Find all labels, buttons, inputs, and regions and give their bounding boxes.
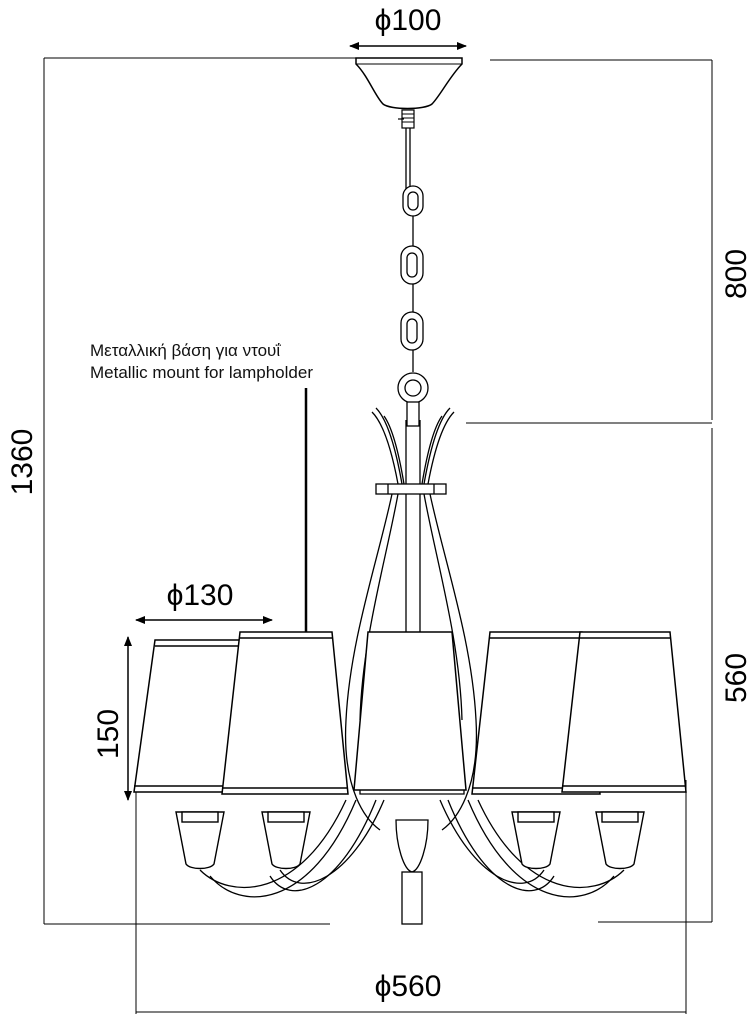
- lampholders: [175, 811, 645, 870]
- overall-diameter-label: ϕ560: [375, 970, 442, 1003]
- suspension-chain: [397, 128, 429, 427]
- callout-greek: Μεταλλική βάση για ντουΐ: [90, 341, 281, 360]
- callout-english: Metallic mount for lampholder: [90, 363, 313, 382]
- lower-height-label: 800: [720, 249, 753, 299]
- lamp-shade-back: [353, 631, 467, 791]
- lamp-shades: [133, 631, 687, 795]
- canopy-diameter-label: ϕ100: [375, 4, 442, 37]
- lamp-shade-far-right: [561, 631, 687, 793]
- body-height-label: 560: [720, 653, 753, 703]
- lamp-shade-left: [221, 631, 349, 795]
- dimension-lines: [43, 42, 713, 1014]
- shade-diameter-label: ϕ130: [167, 579, 234, 612]
- shade-height-label: 150: [92, 709, 125, 759]
- ceiling-canopy: [355, 57, 463, 129]
- total-height-label: 1360: [6, 429, 39, 496]
